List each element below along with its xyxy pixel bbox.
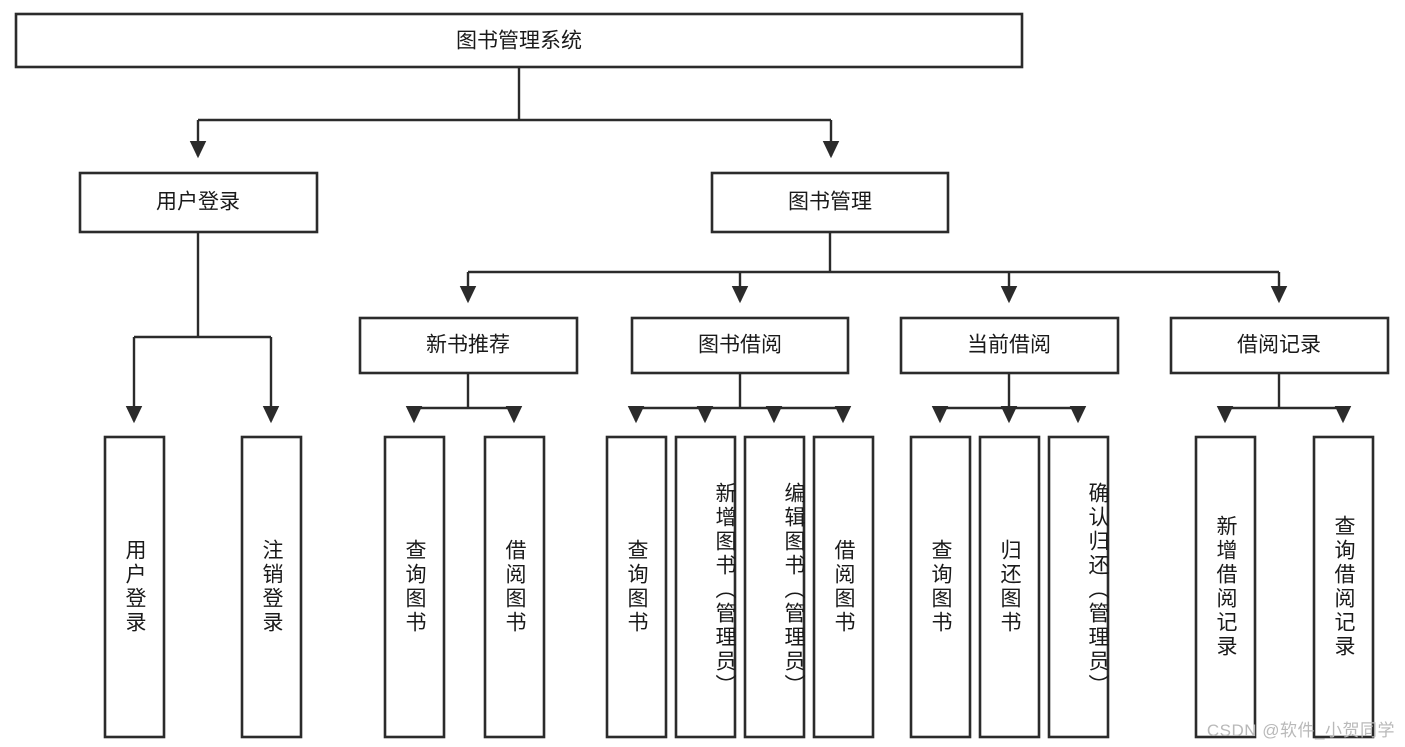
leaf-query-record[interactable] (1312, 435, 1375, 739)
leaf-borrow-book-2[interactable] (812, 435, 875, 739)
leaf-user-login[interactable] (103, 435, 166, 739)
node-current-borrow-label: 当前借阅 (967, 334, 1051, 357)
leaf-confirm-return[interactable] (1047, 435, 1110, 739)
leaf-query-book-2[interactable] (605, 435, 668, 739)
leaf-return-book[interactable] (978, 435, 1041, 739)
node-book-borrow-label: 图书借阅 (698, 334, 782, 357)
node-root-label: 图书管理系统 (456, 30, 582, 53)
node-root[interactable]: 图书管理系统 (14, 12, 1024, 69)
connector-borrow-record-to-leaves (1216, 373, 1352, 424)
node-new-book-recommend-label: 新书推荐 (426, 334, 510, 357)
node-book-manage[interactable]: 图书管理 (710, 171, 950, 234)
leaf-add-record[interactable] (1194, 435, 1257, 739)
leaf-user-logout[interactable] (240, 435, 303, 739)
node-user-login-label: 用户登录 (156, 191, 240, 214)
connector-root-to-level1 (189, 67, 840, 159)
leaf-edit-book[interactable] (743, 435, 806, 739)
leaf-query-book-1[interactable] (383, 435, 446, 739)
leaf-add-book[interactable] (674, 435, 737, 739)
leaf-query-book-3[interactable] (909, 435, 972, 739)
leaf-borrow-book-1[interactable] (483, 435, 546, 739)
connector-user-login-to-leaves (125, 232, 280, 424)
node-new-book-recommend[interactable]: 新书推荐 (358, 316, 579, 375)
connector-book-manage-to-level2 (459, 232, 1288, 304)
connector-current-borrow-to-leaves (931, 373, 1087, 424)
node-borrow-record-label: 借阅记录 (1237, 334, 1321, 357)
node-current-borrow[interactable]: 当前借阅 (899, 316, 1120, 375)
node-user-login[interactable]: 用户登录 (78, 171, 319, 234)
connector-new-book-recommend-to-leaves (405, 373, 523, 424)
node-book-borrow[interactable]: 图书借阅 (630, 316, 850, 375)
node-book-manage-label: 图书管理 (788, 191, 872, 214)
watermark-text: CSDN @软件_小贺同学 (1206, 721, 1395, 740)
connector-book-borrow-to-leaves (627, 373, 852, 424)
node-borrow-record[interactable]: 借阅记录 (1169, 316, 1390, 375)
